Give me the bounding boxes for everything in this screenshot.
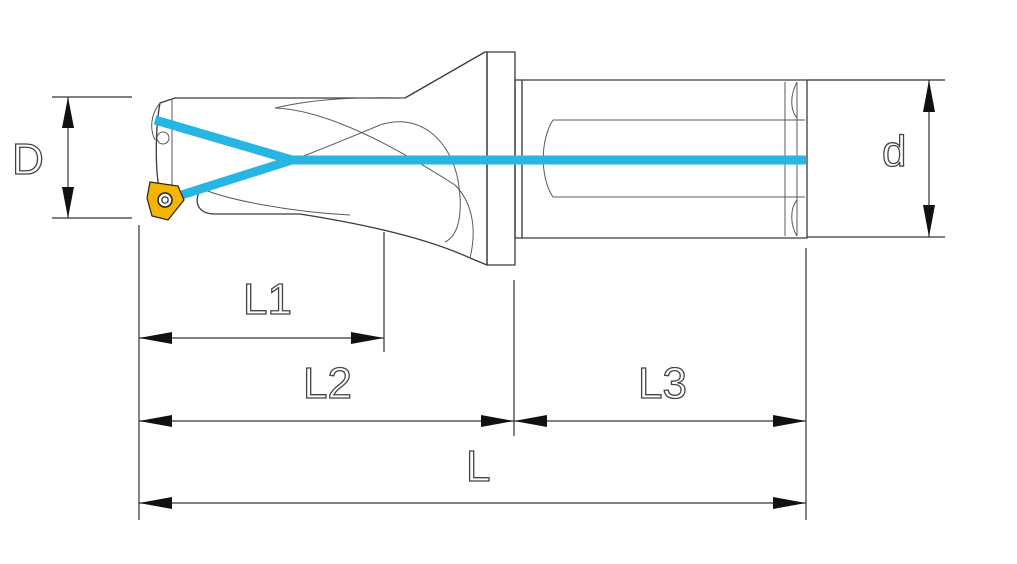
- label-L: L: [466, 442, 490, 491]
- extension-lines: [138, 225, 807, 520]
- dimension-D: D: [11, 96, 132, 219]
- dimension-L3: L3: [514, 358, 806, 427]
- label-L3: L3: [638, 359, 687, 408]
- dimension-d: d: [807, 79, 945, 238]
- coolant-channels: [153, 115, 806, 203]
- dimension-L2: L2: [139, 358, 514, 427]
- indexable-insert-icon: [146, 181, 185, 221]
- coolant-channel-lower: [170, 155, 294, 203]
- dimension-L1: L1: [139, 274, 384, 344]
- label-L2: L2: [303, 359, 352, 408]
- label-d: d: [882, 127, 906, 176]
- coolant-channel-upper: [153, 115, 294, 165]
- label-D: D: [12, 135, 44, 184]
- dimension-L: L: [139, 441, 806, 509]
- label-L1: L1: [243, 275, 292, 324]
